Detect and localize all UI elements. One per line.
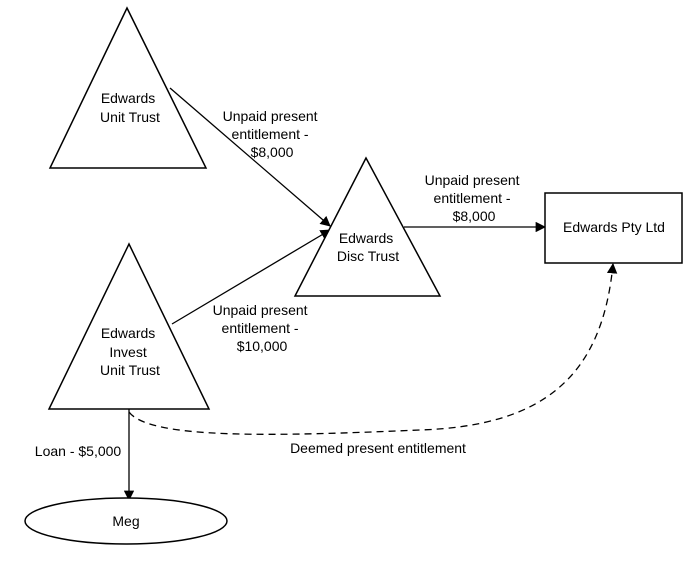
node-meg bbox=[24, 497, 228, 545]
label-invest-trust: Edwards Invest Unit Trust bbox=[100, 325, 160, 378]
node-pty-ltd bbox=[544, 192, 683, 264]
edge-label-invest-to-pty: Deemed present entitlement bbox=[290, 440, 466, 456]
label-line: $10,000 bbox=[237, 338, 288, 354]
label-line: Invest bbox=[109, 344, 146, 360]
label-line: $8,000 bbox=[453, 208, 496, 224]
label-line: Meg bbox=[112, 513, 139, 529]
label-line: Edwards Pty Ltd bbox=[563, 219, 665, 235]
label-meg: Meg bbox=[112, 513, 139, 529]
label-line: Disc Trust bbox=[337, 248, 399, 264]
label-line: Loan - $5,000 bbox=[35, 443, 122, 459]
edge-label-disc-to-pty: Unpaid present entitlement - $8,000 bbox=[425, 172, 524, 224]
node-unit-trust bbox=[48, 6, 208, 169]
edge-label-invest-to-meg: Loan - $5,000 bbox=[35, 443, 122, 459]
label-line: entitlement - bbox=[434, 190, 511, 206]
label-line: Deemed present entitlement bbox=[290, 440, 466, 456]
edge-label-unit-to-disc: Unpaid present entitlement - $8,000 bbox=[223, 108, 322, 160]
label-line: entitlement - bbox=[222, 320, 299, 336]
edge-unit-to-disc bbox=[169, 87, 331, 227]
edge-invest-to-pty bbox=[128, 262, 618, 435]
node-invest-trust bbox=[47, 242, 211, 410]
label-pty-ltd: Edwards Pty Ltd bbox=[563, 219, 665, 235]
edge-label-invest-to-disc: Unpaid present entitlement - $10,000 bbox=[213, 302, 312, 354]
label-line: $8,000 bbox=[251, 144, 294, 160]
label-line: Edwards bbox=[101, 90, 155, 106]
label-disc-trust: Edwards Disc Trust bbox=[337, 230, 399, 264]
edge-invest-to-disc bbox=[171, 229, 331, 325]
label-line: Unpaid present bbox=[213, 302, 308, 318]
label-unit-trust: Edwards Unit Trust bbox=[100, 90, 160, 125]
label-line: entitlement - bbox=[232, 126, 309, 142]
label-line: Unit Trust bbox=[100, 362, 160, 378]
label-line: Edwards bbox=[101, 325, 155, 341]
label-line: Unit Trust bbox=[100, 109, 160, 125]
label-line: Unpaid present bbox=[223, 108, 318, 124]
label-line: Unpaid present bbox=[425, 172, 520, 188]
label-line: Edwards bbox=[339, 230, 393, 246]
node-disc-trust bbox=[293, 156, 442, 297]
